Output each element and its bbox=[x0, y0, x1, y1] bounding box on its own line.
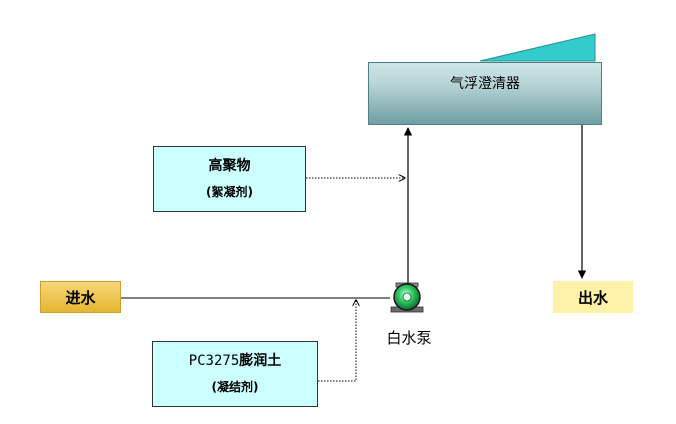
clarifier-label: 气浮澄清器 bbox=[450, 75, 520, 92]
bentonite-role: (凝结剂) bbox=[211, 380, 259, 394]
bentonite-word: 膨润土 bbox=[239, 353, 282, 369]
polymer-name: 高聚物 bbox=[208, 158, 251, 174]
bentonite-feed-line bbox=[318, 300, 356, 382]
polymer-role: (絮凝剂) bbox=[206, 185, 253, 199]
bentonite-box: PC3275膨润土 (凝结剂) bbox=[152, 341, 318, 407]
inlet-box: 进水 bbox=[40, 281, 121, 313]
outlet-box: 出水 bbox=[553, 281, 633, 313]
polymer-box: 高聚物 (絮凝剂) bbox=[153, 146, 306, 212]
inlet-label: 进水 bbox=[65, 288, 96, 307]
outlet-label: 出水 bbox=[577, 288, 608, 307]
pump-icon bbox=[390, 282, 424, 313]
clarifier-wedge bbox=[479, 33, 596, 62]
clarifier-tank: 气浮澄清器 bbox=[368, 62, 602, 125]
bentonite-name: PC3275膨润土 bbox=[189, 348, 282, 374]
pump-label: 白水泵 bbox=[386, 329, 432, 347]
bentonite-code: PC3275 bbox=[188, 353, 240, 369]
